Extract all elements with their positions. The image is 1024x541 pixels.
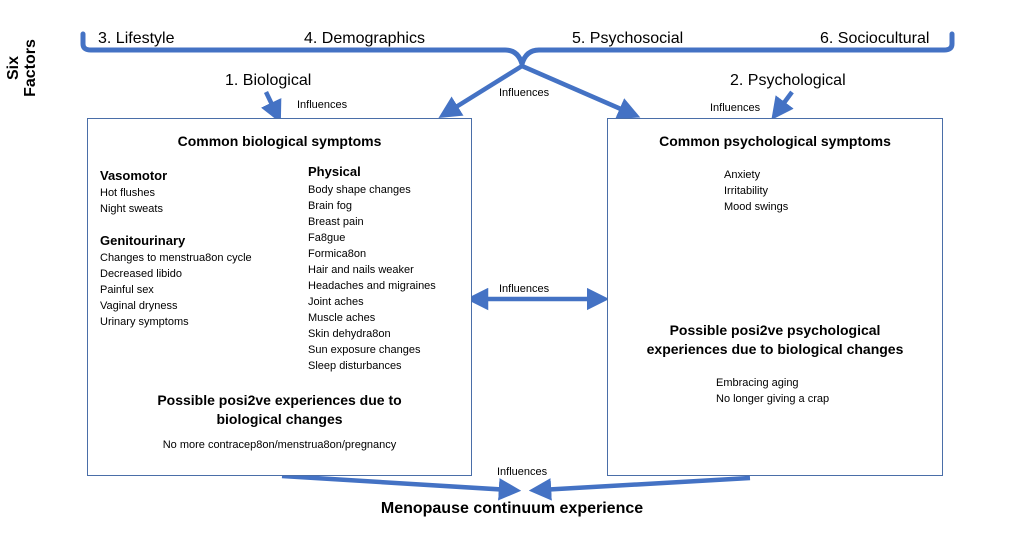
list-item: Anxiety — [724, 169, 761, 181]
factors-bracket — [80, 31, 955, 67]
list-item: Urinary symptoms — [100, 316, 189, 328]
list-item: Mood swings — [724, 201, 789, 213]
psychological-positive-title: Possible posi2ve psychological experienc… — [608, 321, 942, 359]
biological-box-title: Common biological symptoms — [177, 133, 382, 149]
list-item: Brain fog — [308, 200, 353, 212]
influences-label-center: Influences — [499, 87, 550, 99]
list-item: Formica8on — [308, 248, 367, 260]
list-item: Headaches and migraines — [308, 280, 436, 292]
list-item: Muscle aches — [308, 312, 376, 324]
vasomotor-heading: Vasomotor — [100, 168, 168, 183]
list-item: Breast pain — [308, 216, 364, 228]
biological-symptoms-box: Common biological symptoms Vasomotor Hot… — [87, 118, 472, 476]
arrow-to-psychological-box — [521, 63, 641, 119]
arrow-biological-to-outcome — [281, 473, 522, 501]
factor-demographics: 4. Demographics — [304, 30, 425, 47]
factor-psychological: 2. Psychological — [730, 72, 846, 89]
list-item: Night sweats — [100, 203, 163, 215]
list-item: Sleep disturbances — [308, 360, 402, 372]
list-item: Embracing aging — [716, 377, 799, 389]
list-item: Decreased libido — [100, 268, 182, 280]
factor-sociocultural: 6. Sociocultural — [820, 30, 930, 47]
biological-positive-title-line-1: Possible posi2ve experiences due to — [157, 392, 402, 408]
list-item: Hot flushes — [100, 187, 156, 199]
genitourinary-heading: Genitourinary — [100, 233, 186, 248]
list-item: No longer giving a crap — [716, 393, 830, 405]
psychological-box-title: Common psychological symptoms — [659, 133, 891, 149]
list-item: Skin dehydra8on — [308, 328, 391, 340]
list-item: Fa8gue — [308, 232, 346, 244]
list-item: Body shape changes — [308, 184, 411, 196]
list-item: Joint aches — [308, 296, 364, 308]
arrow-biological-factor — [261, 91, 282, 124]
list-item: Sun exposure changes — [308, 344, 421, 356]
list-item: Hair and nails weaker — [308, 264, 414, 276]
list-item: Changes to menstrua8on cycle — [100, 252, 252, 264]
influences-label-bottom: Influences — [497, 466, 548, 478]
list-item: Vaginal dryness — [100, 300, 178, 312]
arrow-psychological-to-outcome — [528, 475, 751, 501]
vasomotor-list: Hot flushes Night sweats — [100, 185, 163, 217]
psychological-positive-list: Embracing aging No longer giving a crap — [716, 375, 829, 407]
influences-label-psychological: Influences — [710, 102, 761, 114]
arrow-to-biological-box — [438, 64, 524, 118]
outcome-label: Menopause continuum experience — [380, 500, 644, 517]
physical-heading: Physical — [308, 164, 361, 179]
list-item: Irritability — [724, 185, 769, 197]
psychological-positive-title-line-1: Possible posi2ve psychological — [669, 322, 881, 338]
psychological-positive-title-line-2: experiences due to biological changes — [646, 341, 904, 357]
arrow-psychological-factor — [771, 90, 794, 121]
biological-positive-title-line-2: biological changes — [216, 411, 343, 427]
factor-lifestyle: 3. Lifestyle — [98, 30, 175, 47]
influences-label-biological: Influences — [297, 99, 348, 111]
physical-list: Body shape changes Brain fog Breast pain… — [308, 182, 436, 374]
factor-biological: 1. Biological — [225, 72, 312, 89]
biological-positive-item: No more contracep8on/menstrua8on/pregnan… — [162, 439, 397, 451]
psychological-list: Anxiety Irritability Mood swings — [724, 167, 788, 215]
list-item: Painful sex — [100, 284, 154, 296]
psychological-symptoms-box: Common psychological symptoms Anxiety Ir… — [607, 118, 943, 476]
genitourinary-list: Changes to menstrua8on cycle Decreased l… — [100, 250, 252, 330]
biological-positive-title: Possible posi2ve experiences due to biol… — [88, 391, 471, 429]
factor-psychosocial: 5. Psychosocial — [572, 30, 684, 47]
influences-label-between: Influences — [499, 283, 550, 295]
